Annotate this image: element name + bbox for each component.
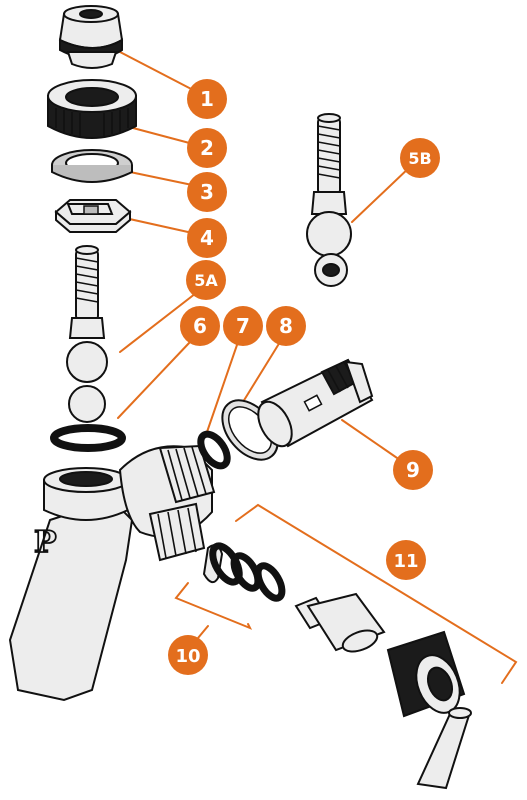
svg-text:5B: 5B — [408, 149, 431, 168]
leader-10 — [174, 582, 253, 630]
callout-6: 6 — [180, 306, 220, 346]
part-oring-7 — [197, 430, 231, 470]
callout-9: 9 — [393, 450, 433, 490]
leader-5b — [351, 164, 413, 223]
callout-7: 7 — [223, 306, 263, 346]
svg-text:3: 3 — [200, 180, 214, 204]
part-cylinder-9 — [257, 358, 374, 448]
callout-badges: 1 2 3 4 5A 5B 6 7 — [168, 79, 440, 675]
leader-11 — [235, 503, 518, 684]
part-plate-4 — [54, 199, 132, 233]
svg-text:11: 11 — [393, 551, 418, 572]
svg-text:1: 1 — [200, 87, 214, 111]
logo-letter: P — [34, 525, 57, 560]
faucet-body: P — [8, 444, 216, 702]
callout-4: 4 — [187, 218, 227, 258]
svg-text:5A: 5A — [194, 271, 218, 290]
leader-3 — [129, 171, 198, 187]
callout-10: 10 — [168, 635, 208, 675]
leader-2 — [132, 127, 198, 146]
callout-2: 2 — [187, 128, 227, 168]
svg-text:4: 4 — [200, 226, 214, 250]
svg-text:7: 7 — [236, 314, 250, 338]
svg-text:6: 6 — [193, 314, 207, 338]
callout-8: 8 — [266, 306, 306, 346]
callout-3: 3 — [187, 172, 227, 212]
part-collar-1 — [58, 5, 124, 69]
part-spout-11 — [294, 592, 472, 790]
part-orings-10 — [202, 542, 286, 602]
part-shaft-5b — [306, 113, 352, 287]
part-knurled-nut-2 — [47, 79, 137, 139]
leader-8 — [237, 341, 281, 411]
callout-11: 11 — [386, 540, 426, 580]
leader-1 — [119, 51, 198, 93]
leader-7 — [206, 341, 239, 433]
callout-1: 1 — [187, 79, 227, 119]
svg-text:2: 2 — [200, 136, 214, 160]
svg-text:9: 9 — [406, 458, 420, 482]
leader-6 — [117, 341, 191, 419]
leader-4 — [124, 217, 198, 235]
leader-9 — [341, 419, 401, 461]
part-oring-6 — [50, 424, 126, 452]
leader-5a — [119, 289, 201, 353]
svg-text:8: 8 — [279, 314, 293, 338]
svg-text:10: 10 — [175, 646, 200, 667]
callout-5a: 5A — [186, 260, 226, 300]
part-shaft-5a — [66, 245, 108, 423]
part-washer-3 — [51, 149, 133, 183]
callout-5b: 5B — [400, 138, 440, 178]
